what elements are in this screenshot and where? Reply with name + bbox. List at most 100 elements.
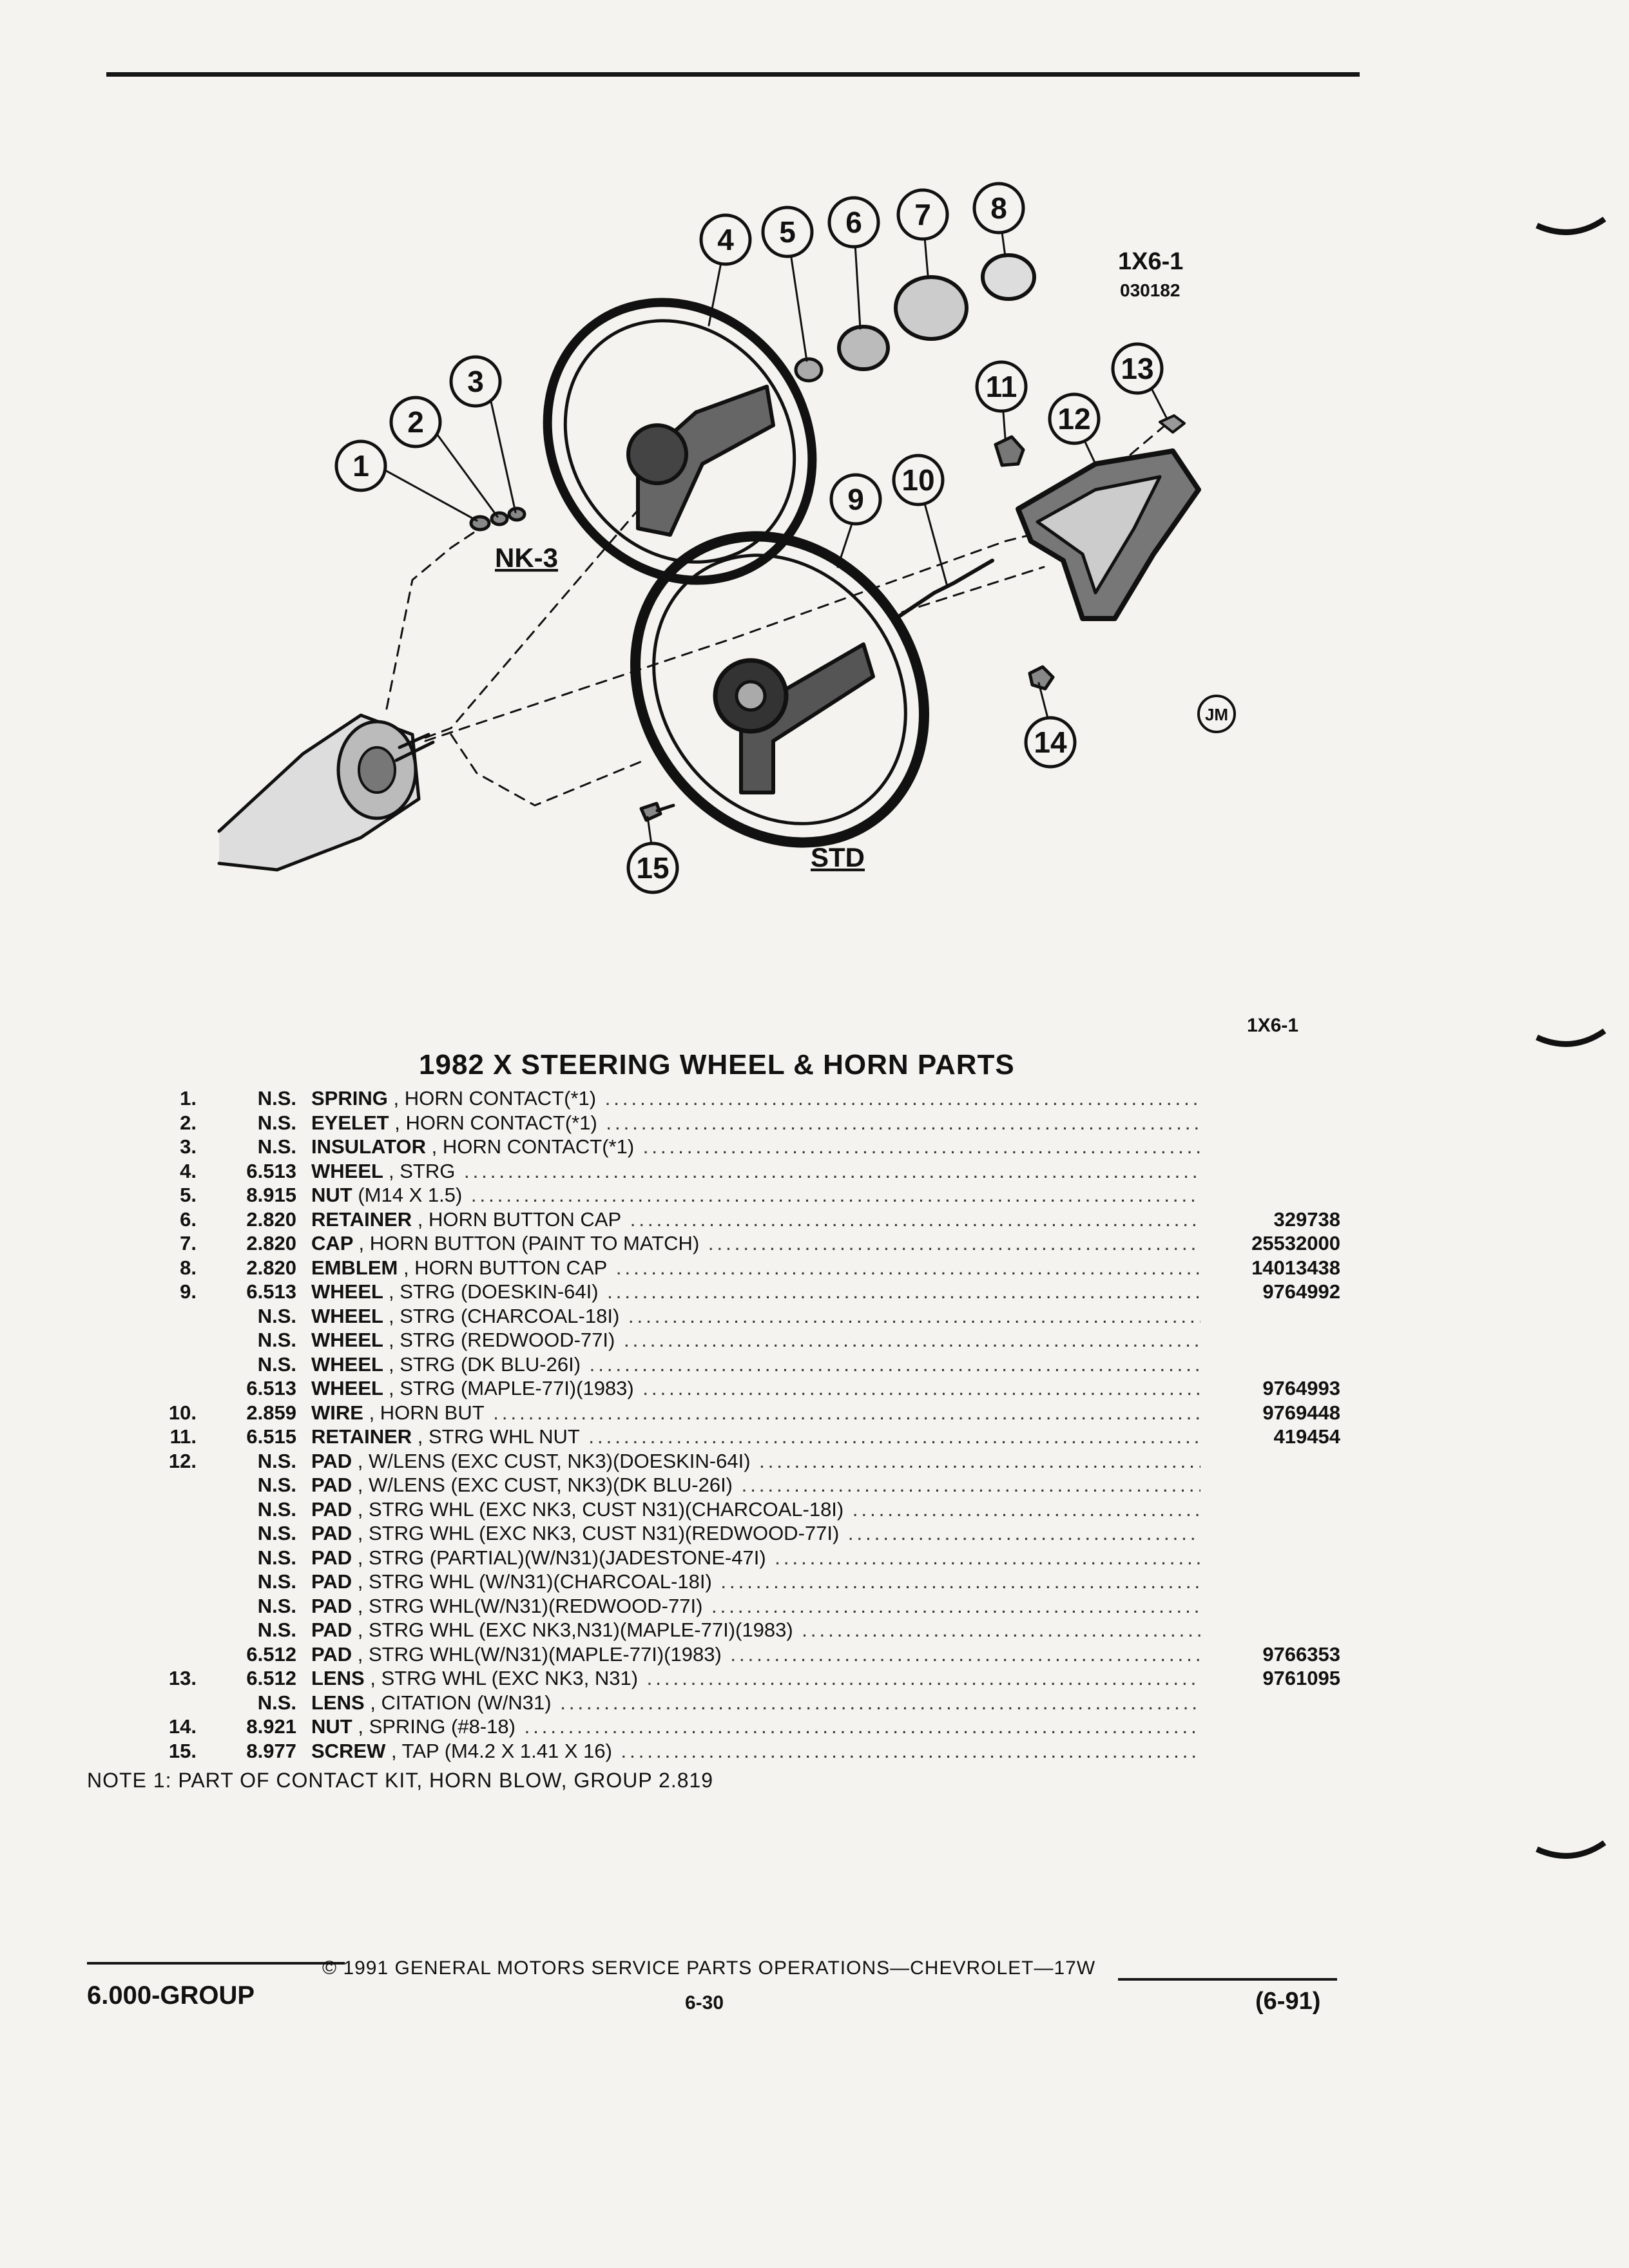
part-description: NUT , SPRING (#8-18) ...................… bbox=[311, 1715, 1200, 1739]
footer-copyright: © 1991 GENERAL MOTORS SERVICE PARTS OPER… bbox=[322, 1957, 1096, 1979]
part-name: PAD bbox=[311, 1497, 352, 1521]
part-detail: , W/LENS (EXC CUST, NK3)(DOESKIN-64I) bbox=[357, 1449, 751, 1472]
part-detail: , STRG (DK BLU-26I) bbox=[389, 1352, 581, 1376]
part-description: PAD , STRG WHL (EXC NK3, CUST N31)(CHARC… bbox=[311, 1497, 1200, 1522]
part-8-emblem bbox=[981, 253, 1036, 301]
part-description: PAD , STRG WHL (W/N31)(CHARCOAL-18I) ...… bbox=[311, 1570, 1200, 1594]
part-name: EMBLEM bbox=[311, 1256, 398, 1279]
part-name: PAD bbox=[311, 1594, 352, 1617]
figure-ref-right: 1X6-1 bbox=[1247, 1015, 1299, 1036]
leader-dots: ........................................… bbox=[628, 1304, 1200, 1327]
leader-dots: ........................................… bbox=[606, 1111, 1200, 1134]
part-detail: , STRG WHL (EXC NK3, CUST N31)(CHARCOAL-… bbox=[357, 1497, 844, 1521]
leader-dots: ........................................… bbox=[621, 1739, 1200, 1762]
callout-3: 3 bbox=[467, 365, 484, 398]
part-name: SPRING bbox=[311, 1087, 388, 1110]
callout-11: 11 bbox=[986, 370, 1017, 403]
leader-dots: ........................................… bbox=[623, 1329, 1200, 1351]
std-wheel-rim bbox=[630, 531, 929, 848]
part-group-number: 2.859 bbox=[246, 1401, 296, 1424]
part-description: RETAINER , HORN BUTTON CAP .............… bbox=[311, 1207, 1200, 1232]
part-group-number: 6.513 bbox=[246, 1280, 296, 1303]
part-group-number: 8.915 bbox=[246, 1184, 296, 1206]
part-number: 14013438 bbox=[1251, 1256, 1340, 1279]
part-description: PAD , STRG (PARTIAL)(W/N31)(JADESTONE-47… bbox=[311, 1546, 1200, 1570]
part-group-number: 2.820 bbox=[246, 1256, 296, 1279]
part-group-number: N.S. bbox=[257, 1594, 296, 1617]
part-description: SCREW , TAP (M4.2 X 1.41 X 16) .........… bbox=[311, 1739, 1200, 1763]
parts-row: N.S. PAD , W/LENS (EXC CUST, NK3)(DK BLU-… bbox=[0, 1473, 1629, 1497]
part-detail: , HORN BUTTON CAP bbox=[417, 1207, 622, 1231]
leader-dots: ........................................… bbox=[630, 1207, 1200, 1231]
part-name: WHEEL bbox=[311, 1329, 383, 1351]
part-name: PAD bbox=[311, 1642, 352, 1666]
part-group-number: N.S. bbox=[257, 1474, 296, 1496]
part-item-number: 11. bbox=[169, 1425, 197, 1448]
footer-page-number: 6-30 bbox=[685, 1992, 724, 2013]
part-15-screw bbox=[639, 802, 675, 822]
part-description: PAD , W/LENS (EXC CUST, NK3)(DOESKIN-64I… bbox=[311, 1449, 1200, 1474]
parts-row: 12.N.S.PAD , W/LENS (EXC CUST, NK3)(DOES… bbox=[0, 1449, 1629, 1474]
part-name: WHEEL bbox=[311, 1304, 383, 1327]
part-detail: , TAP (M4.2 X 1.41 X 16) bbox=[391, 1739, 612, 1762]
part-item-number: 12. bbox=[168, 1449, 197, 1472]
callout-4: 4 bbox=[717, 223, 734, 256]
part-number: 9761095 bbox=[1262, 1667, 1340, 1689]
part-6-retainer bbox=[837, 325, 890, 371]
part-name: PAD bbox=[311, 1474, 352, 1496]
label-std: STD bbox=[811, 842, 865, 872]
part-description: LENS , STRG WHL (EXC NK3, N31) .........… bbox=[311, 1666, 1200, 1691]
part-name: WHEEL bbox=[311, 1377, 383, 1399]
part-description: PAD , W/LENS (EXC CUST, NK3)(DK BLU-26I)… bbox=[311, 1473, 1200, 1497]
part-number: 9764993 bbox=[1262, 1377, 1340, 1399]
part-name: WHEEL bbox=[311, 1280, 383, 1303]
leader-dots: ........................................… bbox=[711, 1594, 1200, 1617]
part-group-number: N.S. bbox=[257, 1135, 296, 1158]
leader-dots: ........................................… bbox=[730, 1642, 1200, 1666]
part-description: EMBLEM , HORN BUTTON CAP ...............… bbox=[311, 1256, 1200, 1280]
part-description: WHEEL , STRG (DOESKIN-64I) .............… bbox=[311, 1280, 1200, 1304]
footer-rule-left bbox=[87, 1962, 345, 1965]
exploded-parts-diagram: 1 2 3 4 5 6 7 8 9 10 11 12 13 14 15 JM N… bbox=[217, 182, 1236, 894]
part-item-number: 7. bbox=[180, 1232, 197, 1254]
part-name: PAD bbox=[311, 1546, 352, 1569]
part-detail: , HORN BUT bbox=[369, 1401, 485, 1424]
part-number: 9766353 bbox=[1262, 1642, 1340, 1666]
leader-dots: ........................................… bbox=[708, 1232, 1200, 1254]
part-name: NUT bbox=[311, 1715, 352, 1738]
part-item-number: 13. bbox=[168, 1667, 197, 1689]
part-name: WHEEL bbox=[311, 1159, 383, 1182]
part-detail: , STRG WHL (EXC NK3, CUST N31)(REDWOOD-7… bbox=[357, 1522, 840, 1544]
part-number: 329738 bbox=[1273, 1207, 1340, 1231]
part-7-cap bbox=[894, 275, 969, 341]
part-group-number: N.S. bbox=[257, 1522, 296, 1544]
part-number: 25532000 bbox=[1251, 1232, 1340, 1254]
parts-row: N.S.PAD , STRG WHL (EXC NK3, CUST N31)(R… bbox=[0, 1521, 1629, 1546]
part-detail: , STRG (CHARCOAL-18I) bbox=[389, 1304, 620, 1327]
part-item-number: 4. bbox=[180, 1159, 197, 1182]
parts-row: N.S.PAD , STRG WHL (W/N31)(CHARCOAL-18I)… bbox=[0, 1570, 1629, 1594]
part-detail: , STRG (MAPLE-77I)(1983) bbox=[389, 1377, 634, 1399]
part-detail: , HORN BUTTON CAP bbox=[403, 1256, 608, 1279]
leader-dots: ........................................… bbox=[646, 1667, 1200, 1689]
part-item-number: 6. bbox=[180, 1207, 197, 1231]
part-name: PAD bbox=[311, 1449, 352, 1472]
part-detail: , HORN CONTACT(*1) bbox=[393, 1087, 597, 1110]
leader-dots: ........................................… bbox=[615, 1256, 1200, 1279]
leader-dots: ........................................… bbox=[604, 1087, 1200, 1110]
nk3-wheel-rim bbox=[543, 298, 817, 585]
parts-row: 2.N.S.EYELET , HORN CONTACT(*1) ........… bbox=[0, 1111, 1629, 1135]
leader-dots: ........................................… bbox=[642, 1135, 1200, 1158]
parts-row: N.S.PAD , STRG WHL(W/N31)(REDWOOD-77I) .… bbox=[0, 1594, 1629, 1619]
part-item-number: 3. bbox=[180, 1135, 197, 1158]
part-name: WHEEL bbox=[311, 1352, 383, 1376]
leader-dots: ........................................… bbox=[775, 1546, 1200, 1569]
figure-date-code: 030182 bbox=[1120, 280, 1181, 300]
binder-mark-3 bbox=[1536, 1840, 1606, 1859]
part-group-number: 6.513 bbox=[246, 1159, 296, 1182]
part-group-number: 6.512 bbox=[246, 1642, 296, 1666]
part-name: RETAINER bbox=[311, 1425, 412, 1448]
